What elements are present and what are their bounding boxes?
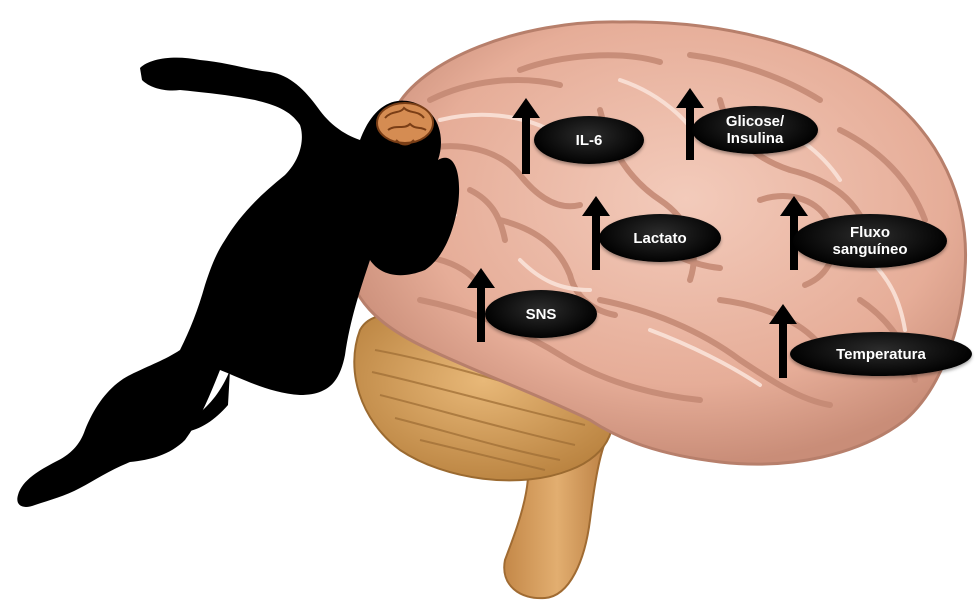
label-fluxo-sanguineo-text: Fluxo sanguíneo (832, 224, 907, 258)
label-temperatura-text: Temperatura (836, 346, 926, 363)
label-glicose-insulina-text: Glicose/ Insulina (726, 113, 784, 147)
label-temperatura: Temperatura (790, 332, 972, 376)
label-lactato: Lactato (599, 214, 721, 262)
label-sns: SNS (485, 290, 597, 338)
label-lactato-text: Lactato (633, 230, 686, 247)
label-fluxo-sanguineo: Fluxo sanguíneo (793, 214, 947, 268)
up-arrow-icon (768, 304, 798, 378)
label-il6: IL-6 (534, 116, 644, 164)
small-brain-icon (377, 103, 433, 145)
label-il6-text: IL-6 (576, 132, 603, 149)
label-glicose-insulina: Glicose/ Insulina (692, 106, 818, 154)
label-sns-text: SNS (526, 306, 557, 323)
